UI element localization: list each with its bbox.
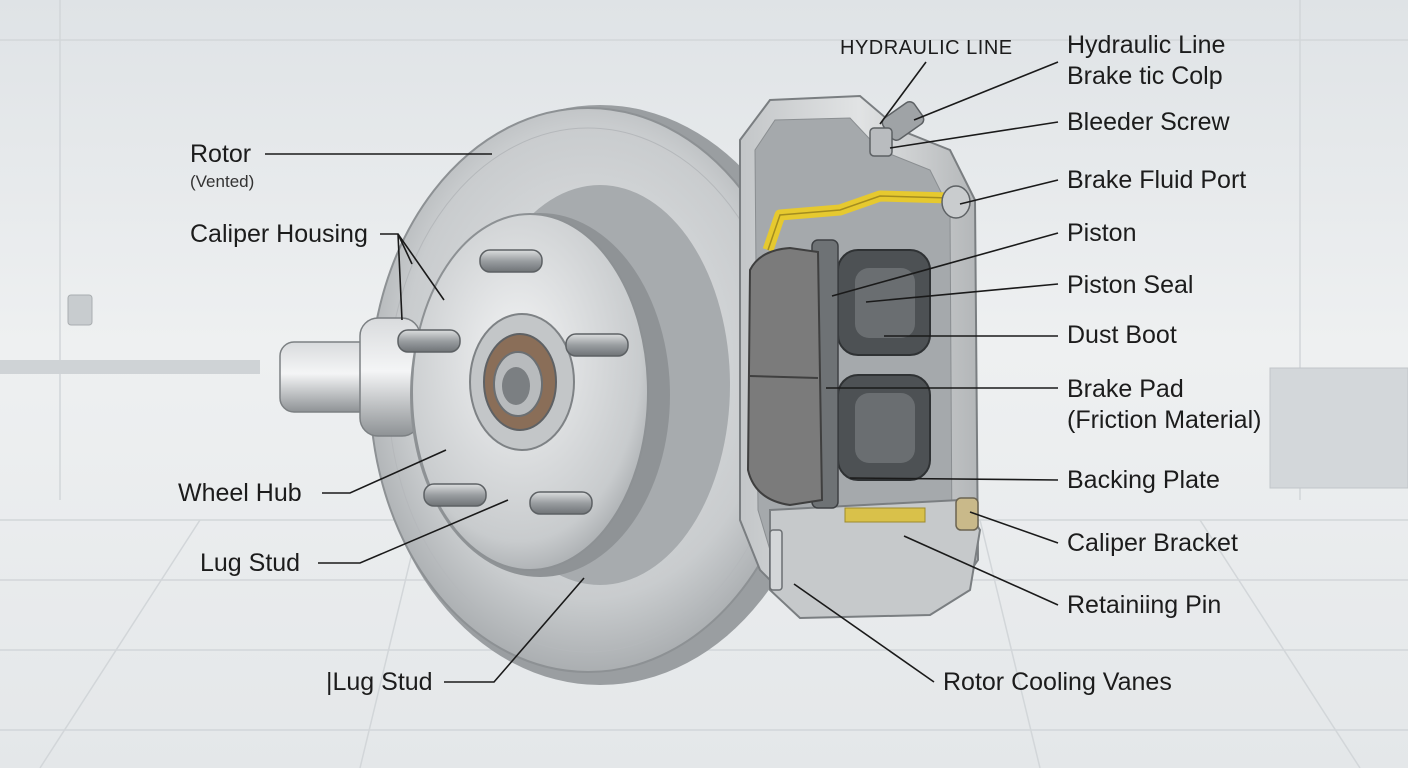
label-brake-fluid-port: Brake Fluid Port — [1067, 166, 1247, 194]
label-bleeder-screw: Bleeder Screw — [1067, 108, 1230, 136]
label-retaining-pin: Retainiing Pin — [1067, 591, 1222, 619]
label-rotor-sub: (Vented) — [190, 172, 255, 191]
label-piston: Piston — [1067, 219, 1137, 247]
label-piston-seal: Piston Seal — [1067, 271, 1194, 299]
workbench-left — [0, 360, 260, 374]
label-hydraulic-line: Hydraulic Line — [1067, 31, 1226, 59]
label-lug-stud-2: |Lug Stud — [326, 668, 433, 696]
lug-studs — [397, 249, 629, 515]
label-lug-stud-1: Lug Stud — [200, 549, 301, 577]
label-brake-tic-colp: Brake tic Colp — [1067, 62, 1223, 90]
label-hydraulic-line-caps: HYDRAULIC LINE — [840, 37, 1013, 59]
workbench-right — [1269, 367, 1408, 489]
caliper-assembly — [739, 94, 982, 620]
label-dust-boot: Dust Boot — [1067, 321, 1177, 349]
spindle — [279, 317, 421, 437]
label-backing-plate: Backing Plate — [1067, 466, 1220, 494]
label-caliper-bracket: Caliper Bracket — [1067, 529, 1238, 557]
label-wheel-hub: Wheel Hub — [178, 479, 302, 507]
label-friction-material: (Friction Material) — [1067, 406, 1262, 434]
label-caliper-housing: Caliper Housing — [190, 220, 368, 248]
leader-lines — [265, 61, 1059, 683]
wall-outlet — [67, 294, 93, 326]
label-rotor: Rotor — [190, 140, 252, 168]
label-rotor-cooling-vanes: Rotor Cooling Vanes — [943, 668, 1172, 696]
label-brake-pad: Brake Pad — [1067, 375, 1184, 403]
